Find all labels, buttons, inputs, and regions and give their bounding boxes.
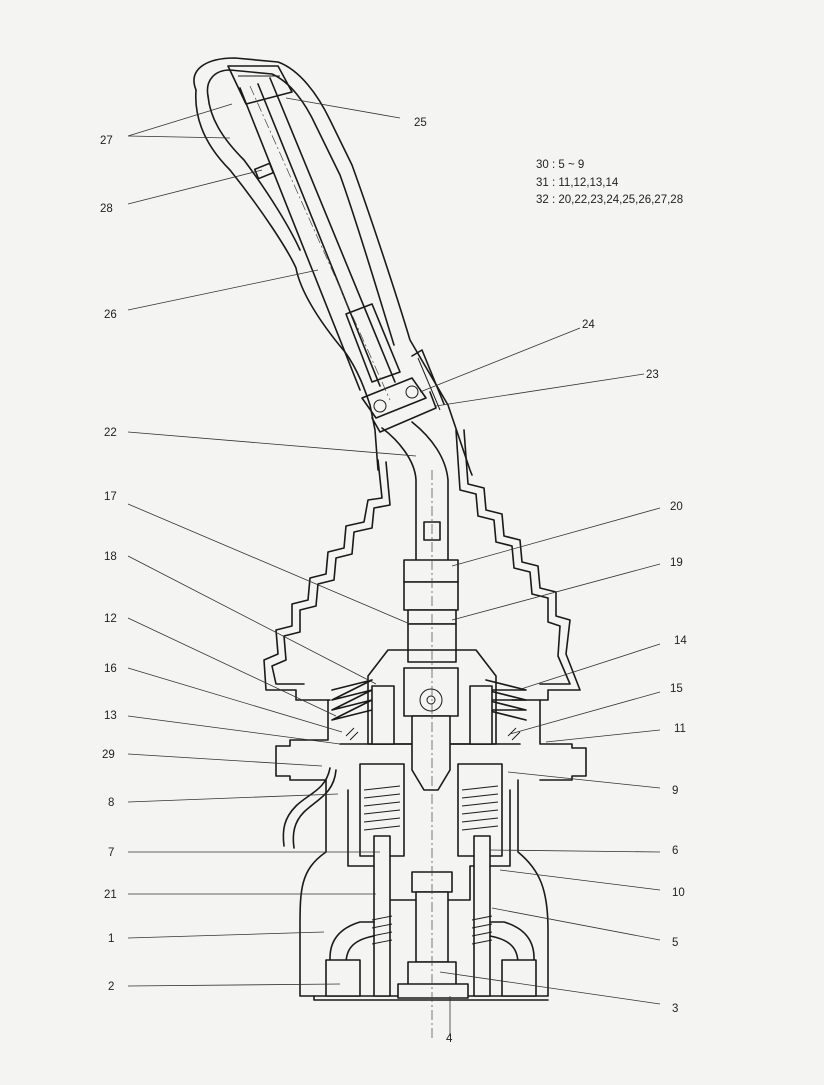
handle-axis — [249, 85, 391, 401]
lower-body — [299, 763, 549, 1001]
callout-15: 15 — [670, 683, 683, 695]
grip-handle — [193, 57, 473, 476]
callout-13: 13 — [104, 710, 117, 722]
callout-5: 5 — [672, 937, 678, 949]
callout-6: 6 — [672, 845, 678, 857]
callout-29: 29 — [102, 749, 115, 761]
wire-harness — [282, 767, 337, 849]
callout-25: 25 — [414, 117, 427, 129]
legend-row-31: 31 : 11,12,13,14 — [536, 177, 619, 189]
callout-11: 11 — [674, 723, 686, 735]
parts-legend: 30 : 5 ~ 9 31 : 11,12,13,14 32 : 20,22,2… — [536, 159, 683, 206]
callout-21: 21 — [104, 889, 117, 901]
leader-lines — [127, 97, 661, 1036]
callout-27: 27 — [100, 135, 113, 147]
callout-16: 16 — [104, 663, 117, 675]
shaft-collars — [403, 559, 459, 663]
callout-numbers: 27 28 26 22 17 18 12 16 13 29 8 7 21 1 2… — [100, 117, 687, 1045]
legend-row-30: 30 : 5 ~ 9 — [536, 159, 584, 171]
callout-14: 14 — [674, 635, 687, 647]
legend-row-32: 32 : 20,22,23,24,25,26,27,28 — [536, 194, 683, 206]
callout-22: 22 — [104, 427, 117, 439]
upper-housing — [275, 649, 587, 791]
callout-24: 24 — [582, 319, 595, 331]
callout-23: 23 — [646, 369, 659, 381]
callout-1: 1 — [108, 933, 114, 945]
callout-26: 26 — [104, 309, 117, 321]
callout-4: 4 — [446, 1033, 453, 1045]
callout-8: 8 — [108, 797, 114, 809]
callout-28: 28 — [100, 203, 113, 215]
callout-17: 17 — [104, 491, 117, 503]
callout-3: 3 — [672, 1003, 678, 1015]
callout-10: 10 — [672, 887, 685, 899]
callout-9: 9 — [672, 785, 678, 797]
callout-18: 18 — [104, 551, 117, 563]
lever-shaft — [381, 421, 449, 561]
callout-12: 12 — [104, 613, 117, 625]
rubber-boot — [263, 429, 581, 701]
callout-20: 20 — [670, 501, 683, 513]
callout-7: 7 — [108, 847, 114, 859]
callout-19: 19 — [670, 557, 683, 569]
callout-2: 2 — [108, 981, 114, 993]
